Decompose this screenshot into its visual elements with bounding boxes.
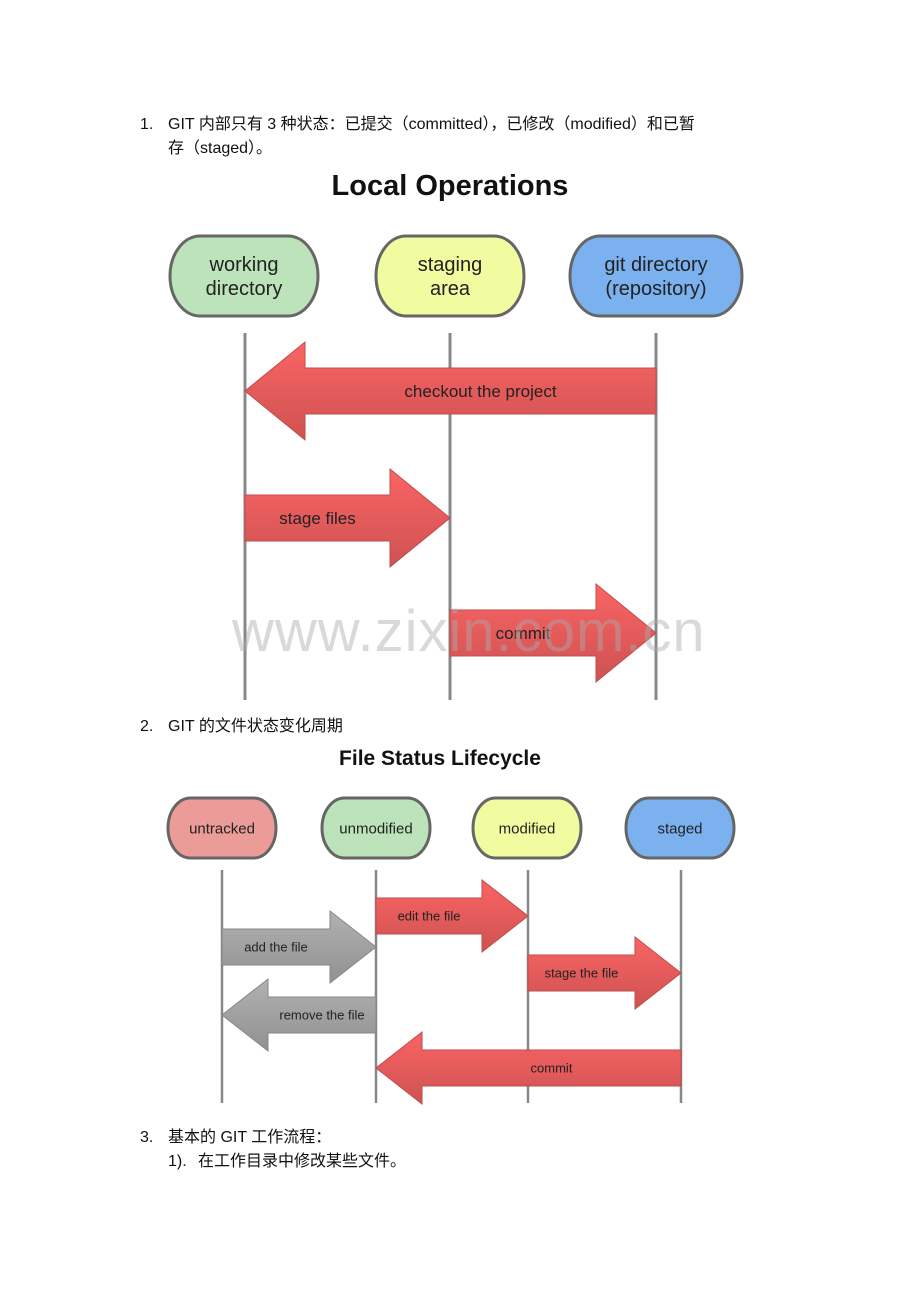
list-text: 基本的 GIT 工作流程： — [168, 1129, 332, 1146]
node-label: unmodified — [339, 820, 412, 837]
file-status-diagram: untracked unmodified modified staged edit th… — [166, 796, 736, 1106]
list-item-3: 3. 基本的 GIT 工作流程： 1). 在工作目录中修改某些文件。 — [140, 1126, 740, 1176]
arrow-label: commit — [496, 624, 551, 643]
node-label: staging — [418, 254, 483, 276]
arrow-commit: commit — [375, 1030, 682, 1106]
node-label: working — [209, 254, 279, 276]
arrow-shape — [375, 1030, 682, 1106]
arrow-remove-the-file: remove the file — [221, 977, 377, 1053]
arrow-shape — [221, 977, 377, 1053]
node-label: directory — [206, 278, 283, 300]
node-shape — [166, 796, 278, 860]
arrow-shape — [221, 909, 377, 985]
arrow-shape — [375, 878, 529, 954]
node-label: modified — [499, 820, 556, 837]
node-shape — [320, 796, 432, 860]
arrow-label: stage files — [279, 509, 356, 528]
list-text: GIT 的文件状态变化周期 — [168, 718, 343, 735]
arrow-shape — [244, 467, 451, 569]
list-item-2: 2. GIT 的文件状态变化周期 — [140, 715, 740, 739]
arrow-label: checkout the project — [404, 382, 556, 401]
list-text-line1: GIT 内部只有 3 种状态：已提交（committed），已修改（modifi… — [168, 116, 695, 133]
node-label: git directory — [604, 254, 707, 276]
node-shape — [568, 234, 744, 318]
arrow-edit-the-file: edit the file — [375, 878, 529, 954]
node-label: (repository) — [605, 278, 706, 300]
arrow-shape — [527, 935, 682, 1011]
node-modified: modified — [471, 796, 583, 860]
node-shape — [168, 234, 320, 318]
arrow-label: commit — [531, 1061, 573, 1076]
arrow-commit: commit — [449, 582, 657, 684]
list-number: 3. — [140, 1129, 154, 1146]
file-status-title: File Status Lifecycle — [339, 747, 541, 770]
local-operations-title: Local Operations — [331, 170, 569, 202]
node-shape — [374, 234, 526, 318]
arrow-label: edit the file — [398, 909, 461, 924]
node-staged: staged — [624, 796, 736, 860]
arrow-label: remove the file — [279, 1008, 364, 1023]
arrow-label: add the file — [244, 940, 308, 955]
arrow-stage-files: stage files — [244, 467, 451, 569]
list-number: 2. — [140, 718, 154, 735]
node-label: area — [430, 278, 471, 300]
sub-item-number: 1). — [168, 1153, 187, 1170]
node-untracked: untracked — [166, 796, 278, 860]
arrow-checkout-the-project: checkout the project — [244, 340, 657, 442]
list-item-1: 1. GIT 内部只有 3 种状态：已提交（committed），已修改（mod… — [140, 113, 800, 163]
arrow-shape — [244, 340, 657, 442]
arrow-stage-the-file: stage the file — [527, 935, 682, 1011]
node-shape — [624, 796, 736, 860]
arrow-add-the-file: add the file — [221, 909, 377, 985]
node-label: staged — [657, 820, 702, 837]
arrow-shape — [449, 582, 657, 684]
node-shape — [471, 796, 583, 860]
sub-item-text: 在工作目录中修改某些文件。 — [198, 1153, 407, 1170]
node-label: untracked — [189, 820, 255, 837]
node-unmodified: unmodified — [320, 796, 432, 860]
node-git-directory: git directory(repository) — [568, 234, 744, 318]
list-text-line2: 存（staged）。 — [168, 140, 273, 157]
arrow-label: stage the file — [545, 966, 619, 981]
list-number: 1. — [140, 116, 154, 133]
